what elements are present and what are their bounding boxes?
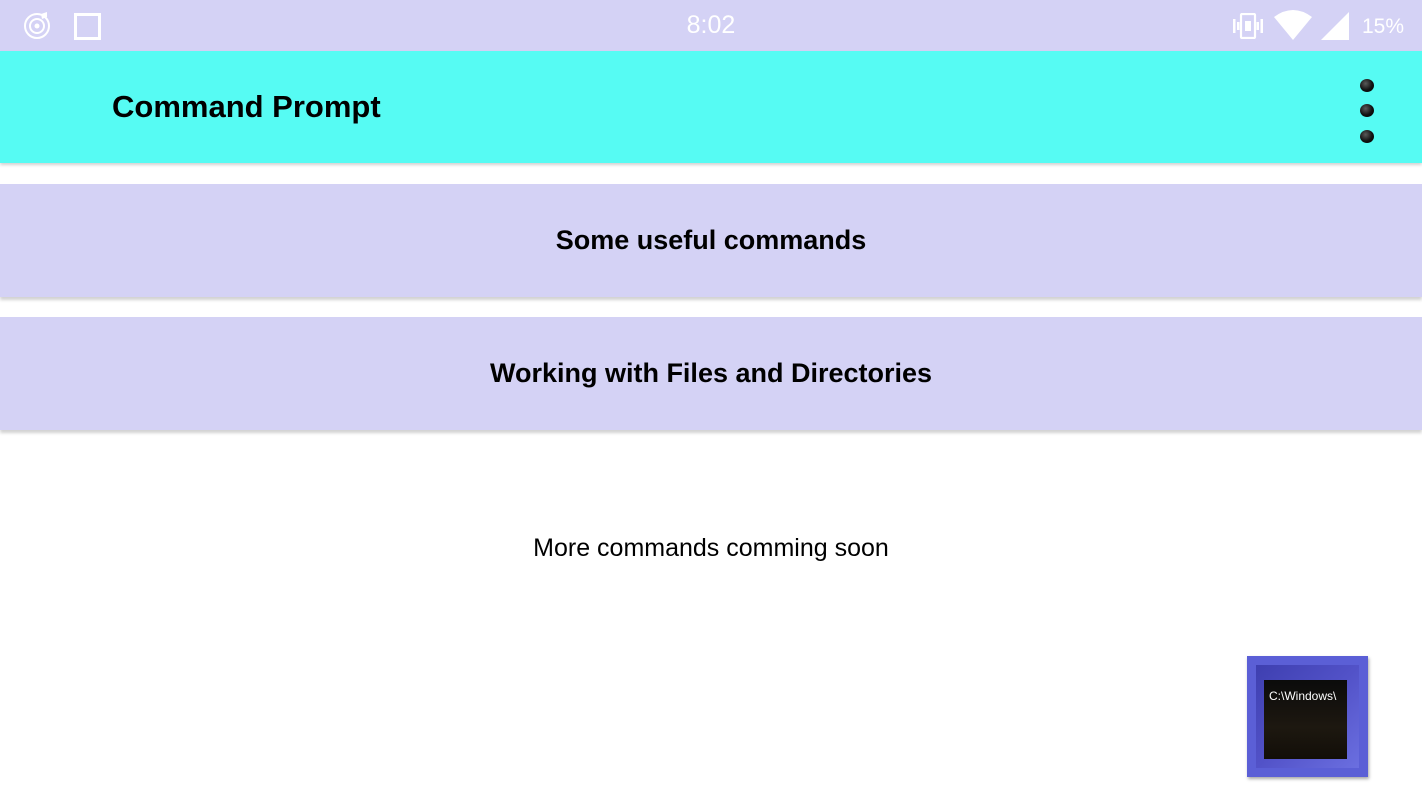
useful-commands-card[interactable]: Some useful commands bbox=[0, 184, 1422, 297]
status-bar: 8:02 15% bbox=[0, 0, 1422, 51]
vibrate-icon bbox=[1233, 13, 1263, 39]
thumbnail-path-text: C:\Windows\ bbox=[1269, 689, 1337, 703]
thumbnail-screen bbox=[1264, 680, 1347, 759]
more-vert-icon-dot bbox=[1360, 130, 1374, 143]
more-vert-icon-dot bbox=[1360, 104, 1374, 117]
more-vert-icon bbox=[1360, 79, 1374, 92]
files-directories-card[interactable]: Working with Files and Directories bbox=[0, 317, 1422, 430]
more-commands-text: More commands comming soon bbox=[533, 534, 889, 562]
app-title: Command Prompt bbox=[112, 89, 381, 124]
cell-signal-icon bbox=[1321, 12, 1349, 40]
square-notification-icon bbox=[74, 13, 101, 40]
command-prompt-thumbnail[interactable]: C:\Windows\ bbox=[1247, 656, 1368, 777]
wifi-icon bbox=[1274, 10, 1312, 40]
more-options-button[interactable] bbox=[1348, 71, 1386, 147]
app-bar: Command Prompt bbox=[0, 51, 1422, 163]
battery-percentage: 15% bbox=[1362, 15, 1405, 38]
status-time: 8:02 bbox=[686, 11, 736, 39]
music-notification-icon bbox=[24, 12, 50, 39]
